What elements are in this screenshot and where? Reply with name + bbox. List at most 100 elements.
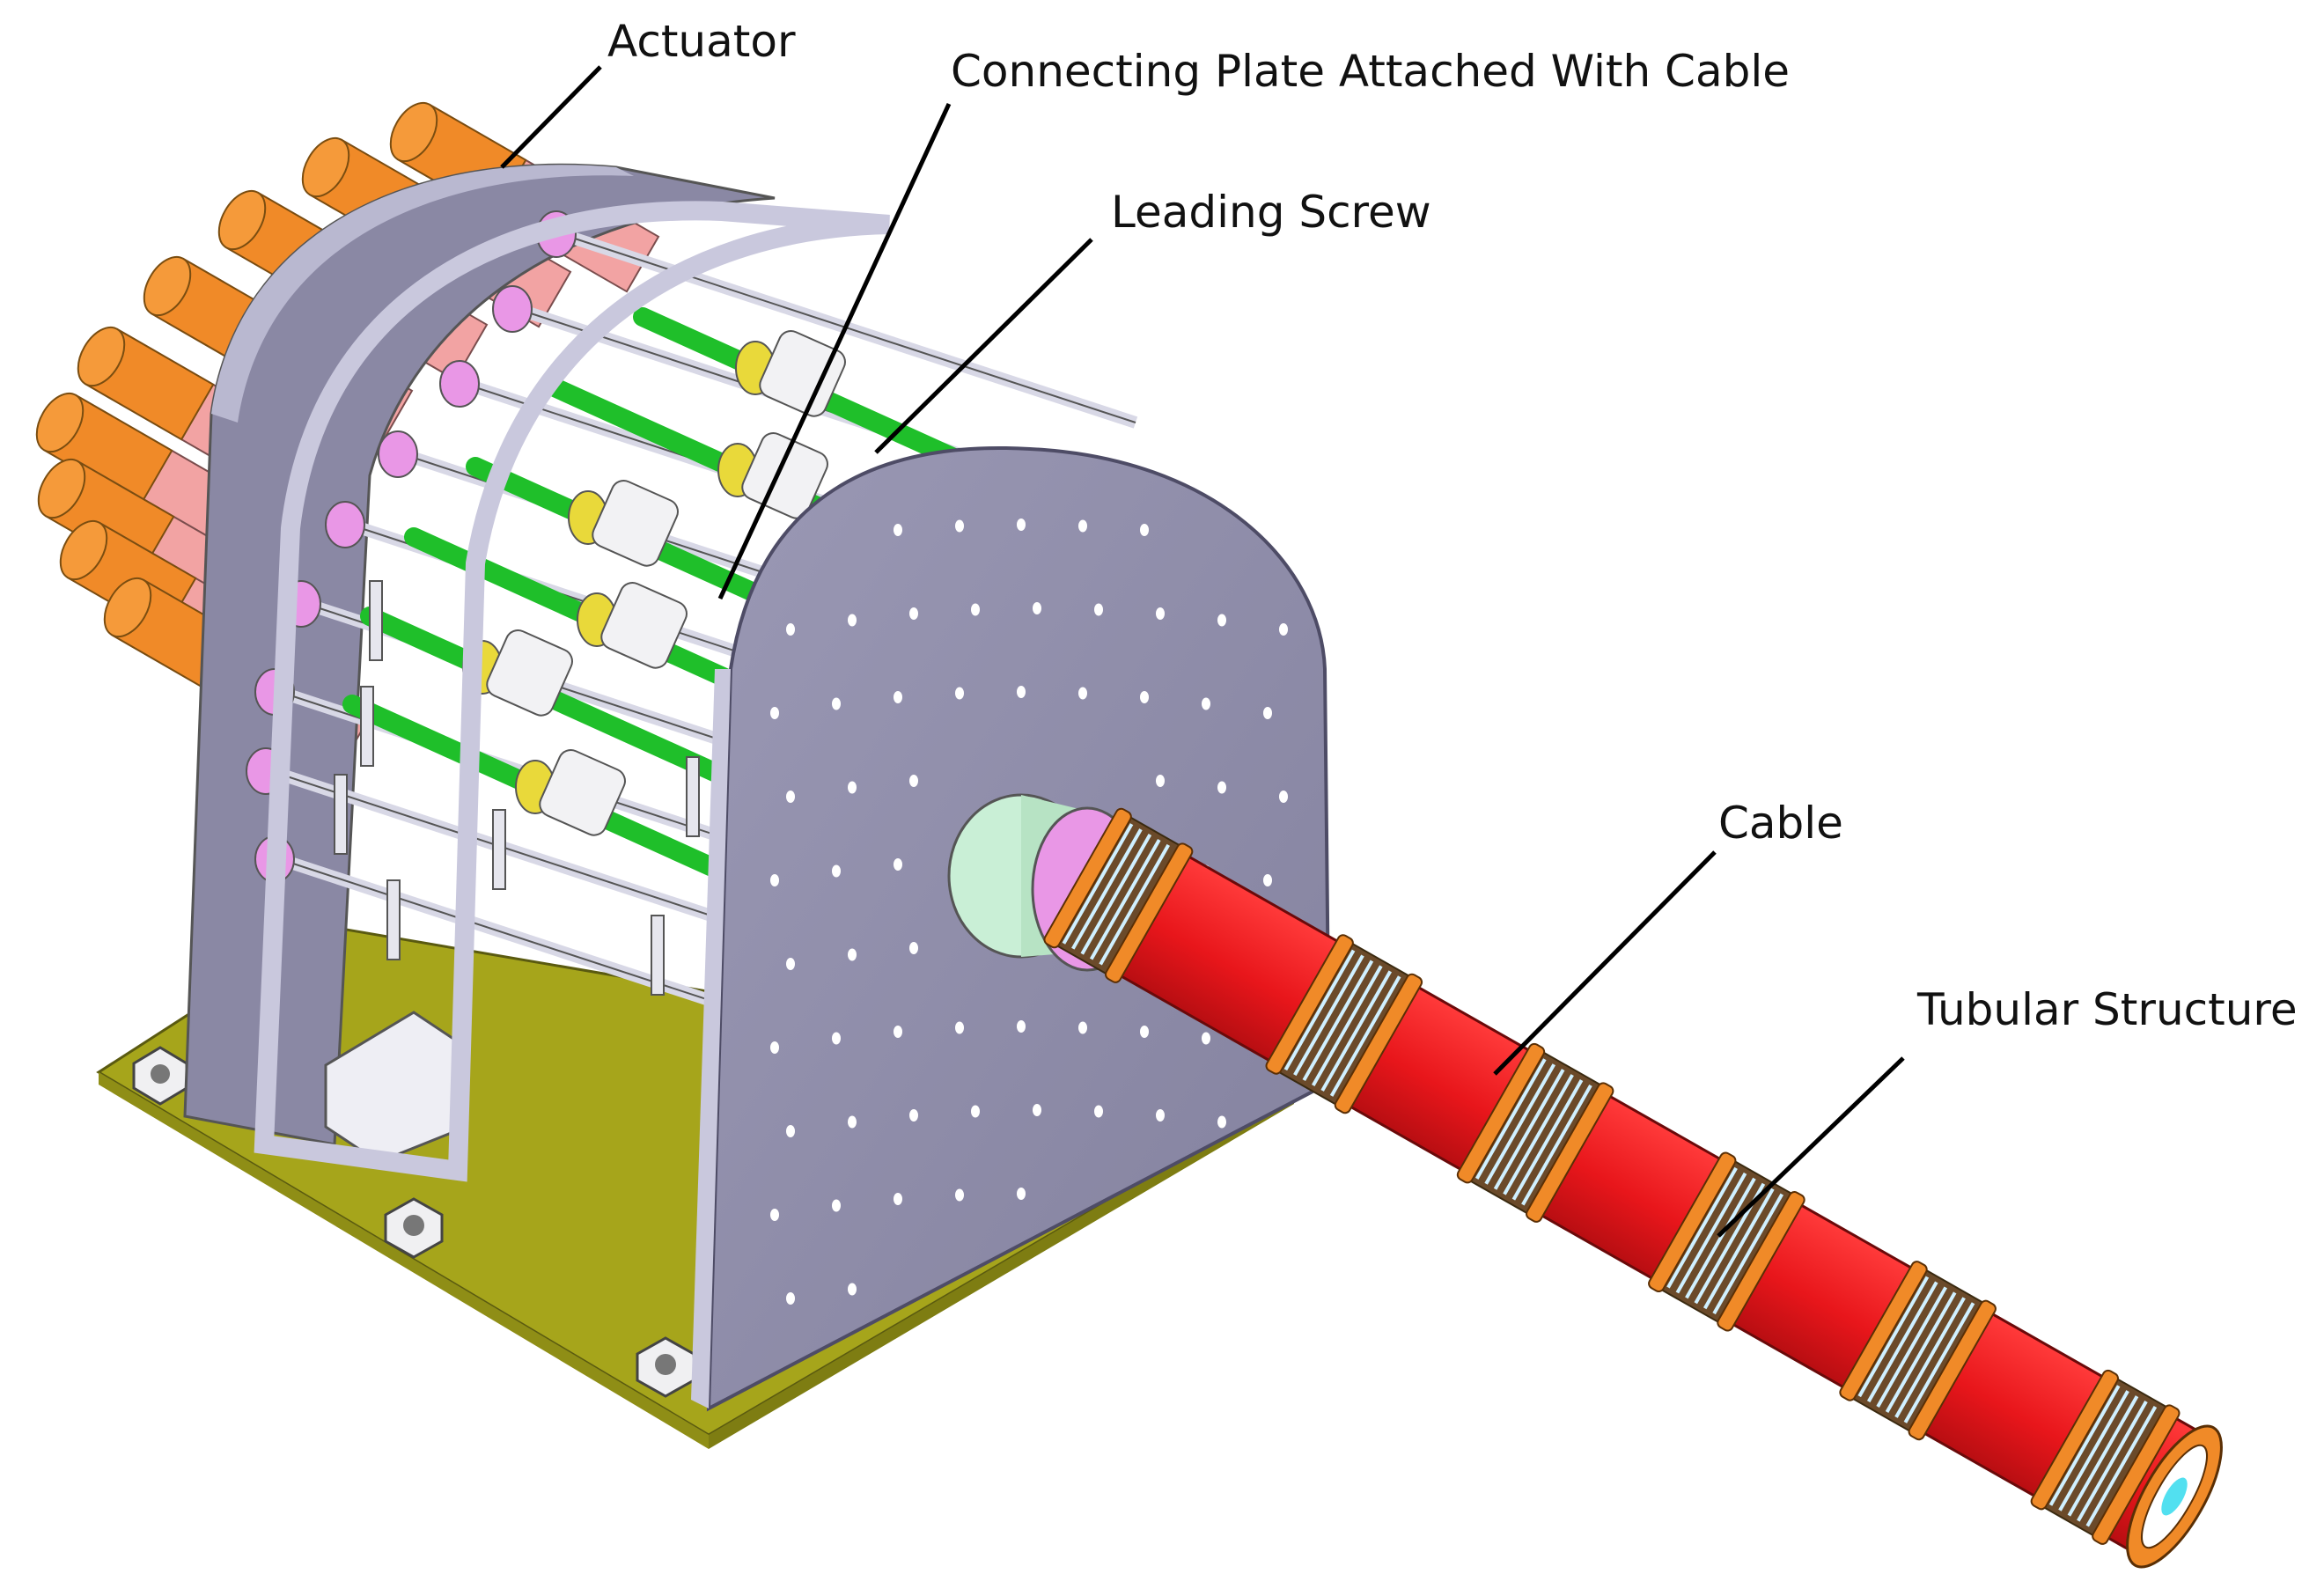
tube-ring xyxy=(1456,1042,1546,1184)
cage-strut xyxy=(1475,1058,1547,1180)
cage-strut xyxy=(1866,1281,1938,1403)
cage-strut xyxy=(1311,965,1383,1086)
plate-hole xyxy=(909,607,918,620)
plate-hole xyxy=(1140,524,1149,536)
tube-ring xyxy=(1908,1299,1997,1441)
leader-line-leading-screw xyxy=(874,238,1093,454)
plate-hole xyxy=(1094,1105,1103,1118)
leader-line-actuator xyxy=(500,65,602,169)
plate-hole xyxy=(848,948,857,961)
tube-end-core xyxy=(2161,1477,2188,1516)
cage-strut xyxy=(1503,1074,1574,1195)
screw-nut-block xyxy=(539,749,626,836)
cage-strut xyxy=(2067,1395,2139,1517)
plate-hole xyxy=(770,1041,779,1054)
tube-ring xyxy=(1105,842,1194,983)
cage-strut xyxy=(1703,1188,1775,1310)
plate-hole xyxy=(909,775,918,787)
cage-strut xyxy=(1903,1302,1975,1423)
cage-strut xyxy=(1712,1193,1784,1315)
bushing xyxy=(378,430,418,478)
plate-hole xyxy=(1078,687,1087,700)
cage-strut xyxy=(1484,1063,1556,1185)
plate-hole xyxy=(1156,775,1165,787)
plate-hole xyxy=(848,614,857,627)
cage-strut xyxy=(1302,960,1374,1082)
bushing xyxy=(325,501,365,548)
plate-hole xyxy=(848,1115,857,1129)
plate-hole xyxy=(894,524,902,536)
cage-strut xyxy=(1885,1291,1957,1413)
plate-hole xyxy=(1156,607,1165,620)
screw-nut-block xyxy=(592,480,679,567)
leader-line-connecting-plate xyxy=(717,102,952,600)
cage-strut xyxy=(1675,1172,1747,1294)
label-leading-screw: Leading Screw xyxy=(1111,187,1431,238)
cage-strut xyxy=(1293,954,1364,1077)
tube-ring xyxy=(1334,973,1423,1114)
cage-strut xyxy=(1511,1079,1584,1201)
plate-hole xyxy=(1017,686,1026,698)
cage-strut xyxy=(1329,975,1401,1097)
bushing xyxy=(492,285,533,333)
plate-hole xyxy=(1078,1021,1087,1034)
cage-strut xyxy=(2048,1385,2121,1506)
frame-post xyxy=(369,580,383,661)
cage-strut xyxy=(1062,823,1134,945)
plate-hole xyxy=(1078,519,1087,533)
plate-hole xyxy=(832,697,841,710)
leader-lines xyxy=(500,65,1905,1238)
plate-hole xyxy=(832,1199,841,1212)
cage-strut xyxy=(1493,1069,1565,1190)
plate-hole xyxy=(909,1109,918,1122)
label-actuator: Actuator xyxy=(607,16,796,67)
cage-strut xyxy=(1080,834,1152,955)
plate-hole xyxy=(971,1105,980,1118)
plate-hole xyxy=(894,858,902,871)
hex-nut xyxy=(636,1336,695,1398)
plate-hole xyxy=(1156,1109,1165,1122)
tube-ring xyxy=(1648,1151,1737,1293)
plate-hole xyxy=(1263,874,1272,886)
plate-hole xyxy=(832,864,841,878)
screw-nut-block xyxy=(759,330,846,417)
plate-hole xyxy=(955,1021,964,1034)
label-connecting-plate: Connecting Plate Attached With Cable xyxy=(951,46,1791,97)
tube-axis xyxy=(1043,807,2223,1569)
frame-rail-edge xyxy=(571,237,1136,423)
bushing xyxy=(439,360,480,408)
cage-strut xyxy=(1857,1276,1930,1398)
plate-hole xyxy=(1279,623,1288,636)
tubular-structure-body xyxy=(1043,807,2223,1569)
plate-hole xyxy=(1140,691,1149,703)
plate-hole xyxy=(1094,603,1103,616)
plate-hole xyxy=(894,1026,902,1038)
plate-hole xyxy=(786,1292,795,1305)
cage-strut xyxy=(1283,949,1356,1071)
cage-strut xyxy=(2085,1405,2158,1527)
cable-tube-core xyxy=(1055,819,2210,1558)
plate-hole xyxy=(786,958,795,970)
plate-hole xyxy=(786,791,795,803)
plate-hole xyxy=(1202,697,1210,710)
plate-hole xyxy=(1202,1032,1210,1045)
frame-post xyxy=(651,915,665,996)
plate-hole xyxy=(1033,1104,1041,1116)
plate-hole xyxy=(1217,1115,1226,1129)
leader-line-cable xyxy=(1493,850,1717,1076)
cage-strut xyxy=(1894,1297,1966,1418)
tube-ring xyxy=(1265,934,1354,1075)
front-arch-rim xyxy=(254,201,890,1182)
frame-post xyxy=(492,809,506,890)
tube-ring xyxy=(2092,1404,2181,1545)
plate-hole xyxy=(1017,1188,1026,1200)
frame-post xyxy=(386,879,401,960)
plate-hole xyxy=(1279,791,1288,803)
plate-hole xyxy=(1017,519,1026,531)
tube-ring xyxy=(1526,1082,1614,1223)
plate-hole xyxy=(955,1188,964,1202)
leader-line-tubular-structure xyxy=(1717,1056,1905,1238)
frame-post xyxy=(360,686,374,767)
